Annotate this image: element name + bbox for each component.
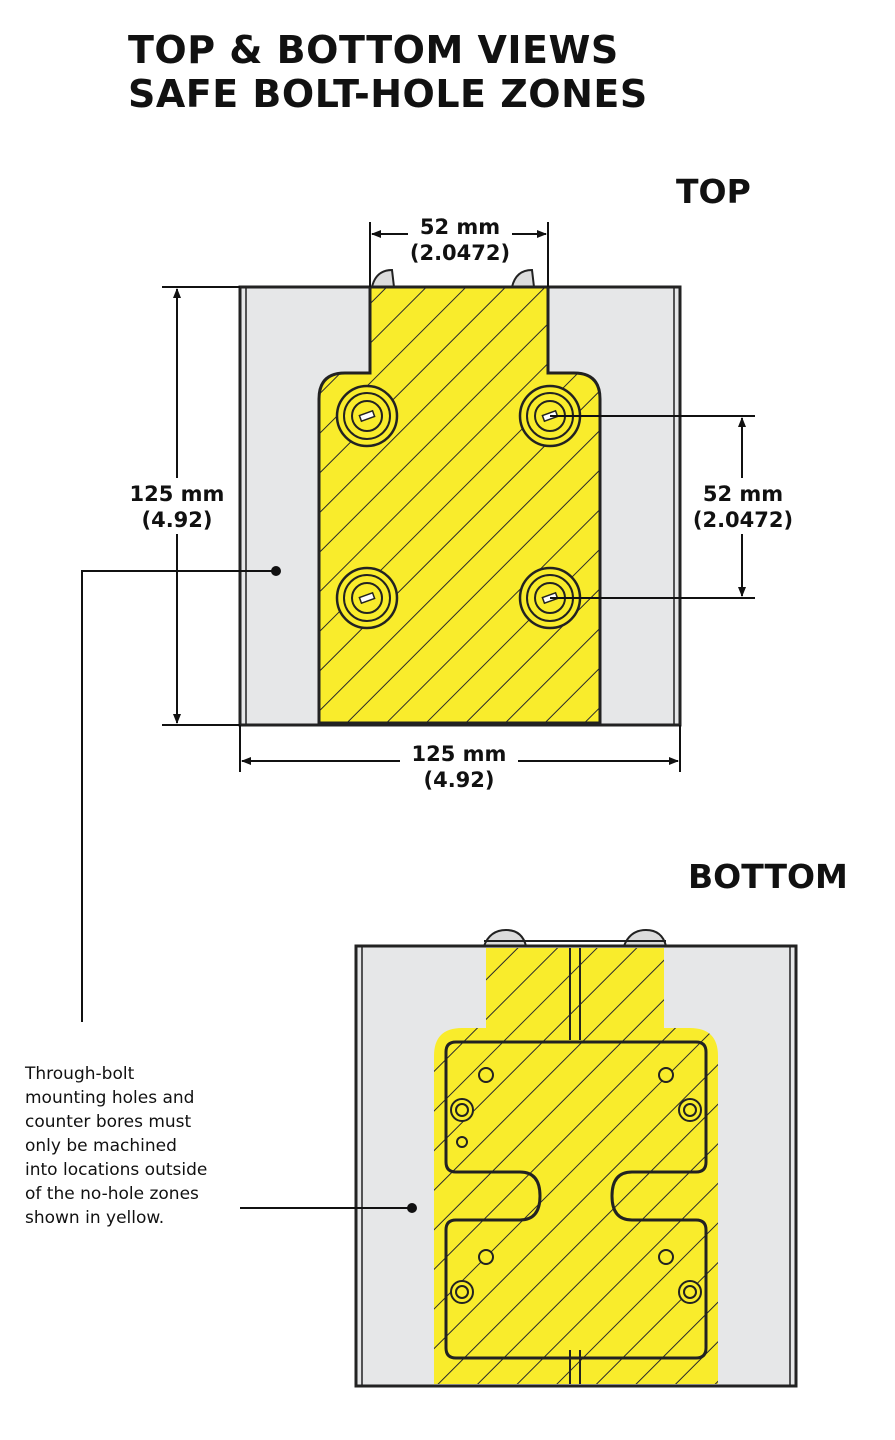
bottom-view bbox=[354, 928, 798, 1388]
dim-base-width-mm: 125 mm bbox=[411, 742, 507, 766]
small-hole bbox=[658, 1249, 674, 1265]
dim-top-width bbox=[369, 222, 549, 287]
bottom-no-hole-zone bbox=[434, 948, 718, 1384]
title-line-1: TOP & BOTTOM VIEWS bbox=[128, 28, 619, 72]
dim-base-width bbox=[239, 725, 681, 772]
dim-hole-spacing-mm: 52 mm bbox=[702, 482, 784, 506]
bottom-view-label: BOTTOM bbox=[688, 857, 848, 896]
small-hole bbox=[456, 1136, 468, 1148]
note-line: counter bores must bbox=[25, 1112, 192, 1132]
dim-height-mm: 125 mm bbox=[129, 482, 225, 506]
dim-hole-spacing-label: 52 mm (2.0472) bbox=[688, 481, 798, 533]
bottom-bolt bbox=[678, 1098, 702, 1122]
top-bolt-top-left bbox=[335, 384, 399, 448]
bottom-bolt bbox=[450, 1098, 474, 1122]
small-hole bbox=[478, 1249, 494, 1265]
dim-height-label: 125 mm (4.92) bbox=[118, 481, 236, 533]
small-hole bbox=[478, 1067, 494, 1083]
note-line: shown in yellow. bbox=[25, 1208, 165, 1228]
leader-line-top bbox=[81, 566, 281, 1022]
bottom-mount-outline bbox=[444, 1040, 708, 1360]
page-title: TOP & BOTTOM VIEWS SAFE BOLT-HOLE ZONES bbox=[128, 28, 648, 116]
note-line: of the no-hole zones bbox=[25, 1184, 199, 1204]
small-hole bbox=[658, 1067, 674, 1083]
bottom-bolt bbox=[450, 1280, 474, 1304]
note-line: into locations outside bbox=[25, 1160, 208, 1180]
top-view bbox=[238, 268, 682, 727]
top-bolt-bottom-left bbox=[335, 566, 399, 630]
dim-top-width-inch: (2.0472) bbox=[409, 241, 511, 265]
top-view-label: TOP bbox=[676, 172, 751, 211]
callout-note: Through-bolt mounting holes and counter … bbox=[25, 1062, 207, 1230]
note-line: mounting holes and bbox=[25, 1088, 195, 1108]
leader-line-bottom bbox=[240, 1203, 417, 1213]
title-line-2: SAFE BOLT-HOLE ZONES bbox=[128, 72, 648, 116]
note-line: Through-bolt bbox=[25, 1064, 135, 1084]
dim-top-width-mm: 52 mm bbox=[419, 215, 501, 239]
bottom-bolt bbox=[678, 1280, 702, 1304]
dim-hole-spacing-inch: (2.0472) bbox=[692, 508, 794, 532]
note-line: only be machined bbox=[25, 1136, 177, 1156]
dim-base-width-label: 125 mm (4.92) bbox=[402, 741, 516, 793]
dim-height-inch: (4.92) bbox=[141, 508, 213, 532]
dim-height bbox=[162, 286, 240, 726]
dim-base-width-inch: (4.92) bbox=[423, 768, 495, 792]
dim-hole-spacing bbox=[550, 415, 755, 599]
dim-top-width-label: 52 mm (2.0472) bbox=[408, 214, 512, 266]
